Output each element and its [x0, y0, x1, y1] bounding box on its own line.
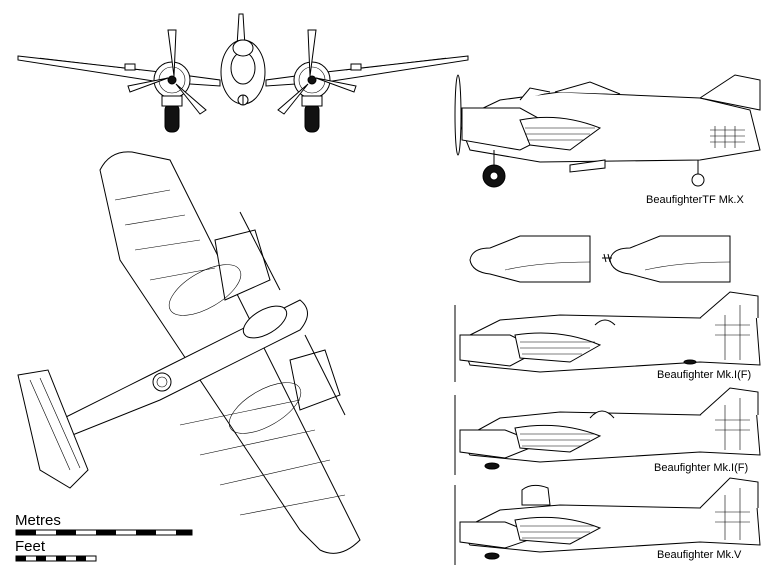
- metres-scale-bar: [15, 529, 193, 536]
- label-mk-if-2: Beaufighter Mk.I(F): [654, 462, 749, 474]
- side-view-mk-if-1: [454, 291, 761, 382]
- side-view-tf-mk-x: [454, 74, 761, 188]
- nose-detail-views: [469, 235, 731, 283]
- front-view: [17, 13, 469, 133]
- label-mk-if-1: Beaufighter Mk.I(F): [657, 369, 752, 381]
- side-view-mk-if-2: [454, 387, 761, 475]
- feet-label: Feet: [15, 538, 46, 555]
- side-view-mk-v: [454, 477, 761, 565]
- label-tf-mk-x: BeaufighterTF Mk.X: [646, 194, 744, 206]
- metres-label: Metres: [15, 512, 61, 529]
- plan-view: [17, 151, 361, 554]
- label-mk-v: Beaufighter Mk.V: [657, 549, 742, 561]
- feet-scale-bar: [15, 555, 97, 562]
